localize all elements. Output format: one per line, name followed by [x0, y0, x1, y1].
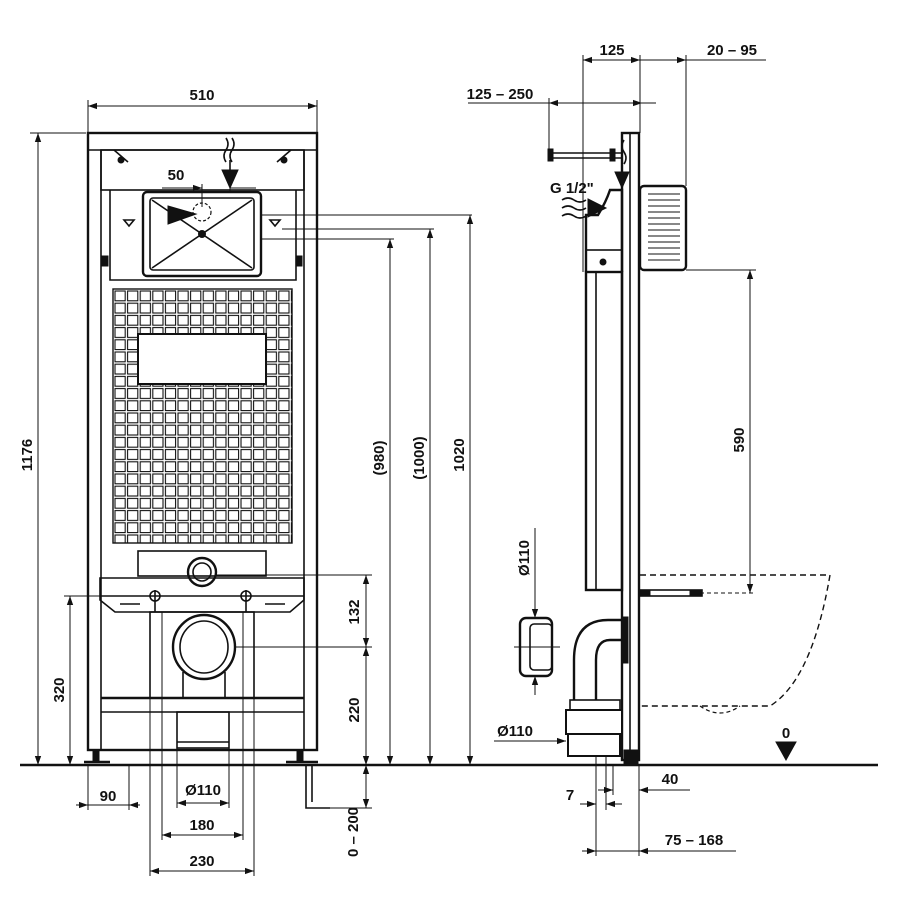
- dim-125-250-label: 125 – 250: [467, 86, 534, 103]
- dim-1020-label: 1020: [451, 438, 468, 471]
- front-view-frame: [84, 131, 330, 809]
- dim-7-label: 7: [566, 787, 574, 804]
- dim-0-200-label: 0 – 200: [345, 807, 362, 857]
- dim-510-label: 510: [189, 87, 214, 104]
- side-dimensions: 125 20 – 95 125 – 250 G 1/2" 590 Ø110 Ø1…: [467, 42, 790, 856]
- dim-1176-label: 1176: [19, 439, 36, 472]
- dim-110-top-label: Ø110: [516, 540, 533, 576]
- dim-20-95-label: 20 – 95: [707, 42, 757, 59]
- dim-230-label: 230: [189, 853, 214, 870]
- dim-40-label: 40: [662, 771, 679, 788]
- dim-1000-label: (1000): [411, 436, 428, 479]
- dim-132-label: 132: [346, 599, 363, 624]
- dim-75-168-label: 75 – 168: [665, 832, 723, 849]
- dim-980-label: (980): [371, 440, 388, 475]
- front-dimensions: 510 50 1176 (980) (1000) 1020 132 220 0 …: [19, 87, 474, 876]
- dim-180-label: 180: [189, 817, 214, 834]
- dim-110-front-label: Ø110: [185, 782, 221, 799]
- dim-590-label: 590: [731, 427, 748, 452]
- side-view-frame: [514, 131, 831, 765]
- dim-90-label: 90: [100, 788, 117, 805]
- thread-label: G 1/2": [550, 180, 594, 197]
- floor-zero-label: 0: [782, 725, 790, 742]
- dim-50-label: 50: [168, 167, 185, 184]
- dim-220-label: 220: [346, 697, 363, 722]
- dim-125-label: 125: [599, 42, 624, 59]
- dim-320-label: 320: [51, 677, 68, 702]
- dim-110-bottom-label: Ø110: [497, 723, 533, 740]
